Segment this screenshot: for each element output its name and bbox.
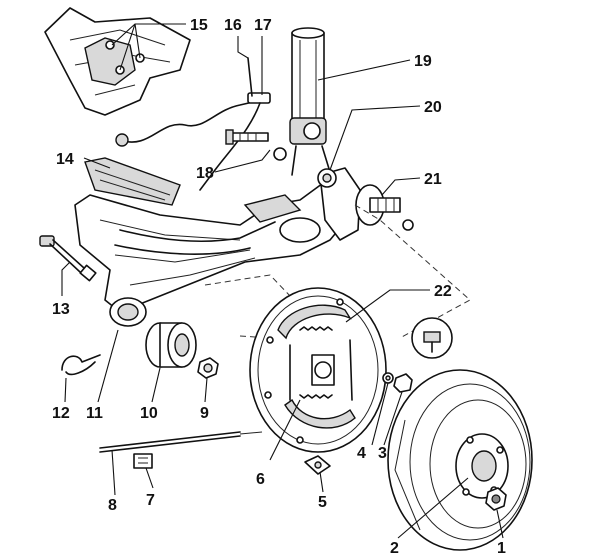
spring-clip-12-part xyxy=(61,354,101,376)
bolt-18-part xyxy=(225,129,287,161)
callout-15: 15 xyxy=(190,17,208,34)
callout-12: 12 xyxy=(52,405,70,422)
callout-3: 3 xyxy=(378,445,387,462)
callout-7: 7 xyxy=(146,492,155,509)
bracket-14-part xyxy=(84,157,181,206)
callout-6: 6 xyxy=(256,471,265,488)
brake-cable-8-part xyxy=(99,431,263,469)
callout-20: 20 xyxy=(424,99,442,116)
callout-14: 14 xyxy=(56,151,74,168)
brake-line-part xyxy=(115,57,271,191)
axle-nut-1-part xyxy=(485,487,507,511)
callout-21: 21 xyxy=(424,171,442,188)
callout-8: 8 xyxy=(108,497,117,514)
callout-labels: 1 2 3 4 5 6 7 8 9 10 11 12 13 14 15 16 1… xyxy=(52,17,506,557)
callout-13: 13 xyxy=(52,301,70,318)
callout-16: 16 xyxy=(224,17,242,34)
callout-9: 9 xyxy=(200,405,209,422)
brake-drum-part xyxy=(387,369,533,551)
bolt-3-4-part xyxy=(382,317,453,393)
clip-5-part xyxy=(304,455,331,475)
bolt-13-part xyxy=(39,235,97,282)
shock-absorber-part xyxy=(289,27,331,176)
axle-beam-part xyxy=(74,177,356,327)
leader-lines xyxy=(61,23,504,539)
callout-11: 11 xyxy=(86,405,103,422)
callout-5: 5 xyxy=(318,494,327,511)
callout-18: 18 xyxy=(196,165,214,182)
callout-4: 4 xyxy=(357,445,366,462)
callout-10: 10 xyxy=(140,405,158,422)
bushing-10-part xyxy=(145,322,197,368)
callout-1: 1 xyxy=(497,540,506,557)
callout-17: 17 xyxy=(254,17,272,34)
brake-backing-plate-part xyxy=(249,287,387,453)
callout-22: 22 xyxy=(434,283,452,300)
callout-19: 19 xyxy=(414,53,432,70)
callout-2: 2 xyxy=(390,540,399,557)
nut-9-part xyxy=(197,357,219,379)
stub-axle-part xyxy=(317,167,414,241)
